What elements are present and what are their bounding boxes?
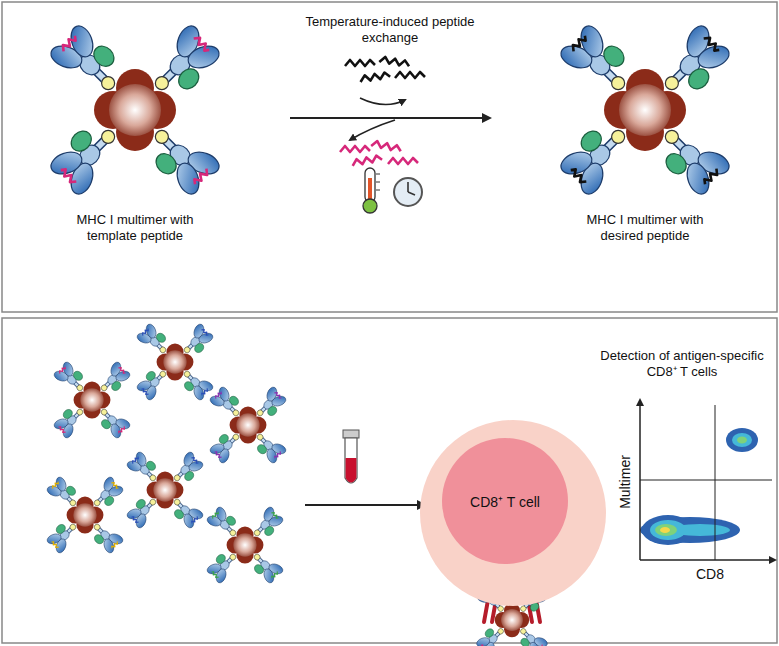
multimer-label: MHC I multimer with desired peptide bbox=[570, 212, 720, 244]
axis-label: CD8 bbox=[680, 566, 740, 582]
multimer-label: MHC I multimer with template peptide bbox=[60, 212, 210, 244]
result-label: Detection of antigen-specific CD8⁺ T cel… bbox=[592, 348, 772, 380]
cell-label: CD8⁺ T cell bbox=[470, 492, 540, 511]
thermometer bbox=[363, 168, 380, 213]
flow-plot bbox=[640, 400, 775, 560]
blood-tube bbox=[343, 430, 359, 483]
clock bbox=[394, 178, 422, 206]
t-cell: CD8⁺ T cell bbox=[420, 420, 606, 606]
process-label: Temperature-induced peptide exchange bbox=[290, 14, 490, 46]
axis-label: Multimer bbox=[617, 447, 633, 517]
